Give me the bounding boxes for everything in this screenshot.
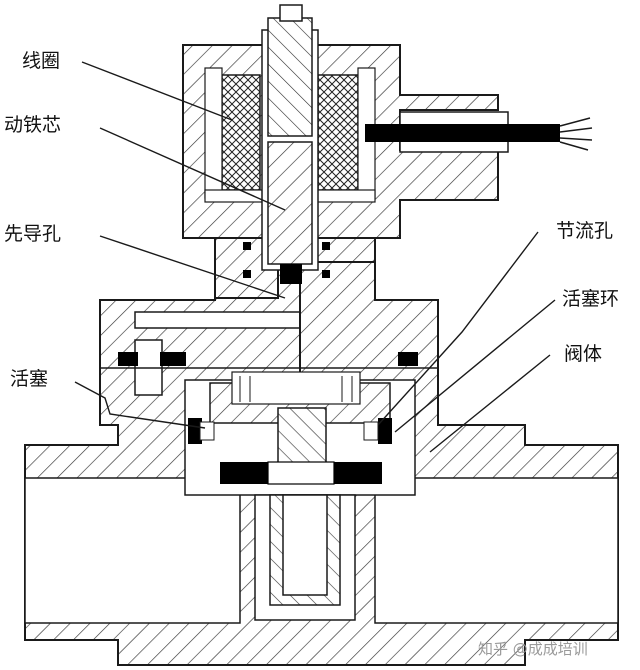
seal-right: [398, 352, 418, 366]
leader-coil: [81, 61, 233, 121]
label-piston: 活塞: [10, 368, 49, 390]
seal-left-2: [160, 352, 186, 366]
leader-moving-core: [99, 127, 286, 211]
label-pilot-hole: 先导孔: [4, 223, 62, 245]
pilot-channel: [134, 311, 301, 329]
leader-throttle-hole: [377, 231, 539, 426]
watermark: 知乎 @成成培训: [478, 640, 588, 658]
moving-core: [267, 141, 313, 265]
label-moving-core: 动铁芯: [4, 114, 62, 136]
leader-piston: [74, 381, 206, 429]
cable-wires: [559, 117, 593, 151]
piston-assembly: [188, 371, 392, 485]
pilot-seal: [280, 264, 302, 284]
leader-pilot-hole: [99, 235, 286, 299]
label-piston-ring: 活塞环: [562, 288, 620, 310]
coil-winding-left: [221, 74, 261, 191]
fixed-core: [267, 17, 313, 137]
piston-ring-right: [378, 418, 392, 444]
inlet-bore: [24, 477, 241, 624]
piston-stem: [277, 407, 327, 469]
piston-ring-left: [188, 418, 202, 444]
label-throttle-hole: 节流孔: [556, 220, 614, 242]
label-coil: 线圈: [22, 50, 61, 72]
piston-spring: [239, 376, 353, 402]
leader-lines: [74, 61, 556, 453]
core-nut: [279, 4, 303, 22]
seal-left: [118, 352, 138, 366]
seat-stem: [282, 494, 328, 596]
leader-valve-body: [429, 354, 551, 453]
leader-piston-ring: [394, 299, 556, 433]
coil-winding-right: [317, 74, 359, 191]
piston-disc-gap: [267, 461, 335, 485]
outlet-bore: [374, 477, 619, 624]
piston-spring-area: [231, 371, 361, 405]
coil-housing: [182, 4, 593, 372]
cable: [365, 124, 560, 142]
label-valve-body: 阀体: [564, 343, 603, 365]
